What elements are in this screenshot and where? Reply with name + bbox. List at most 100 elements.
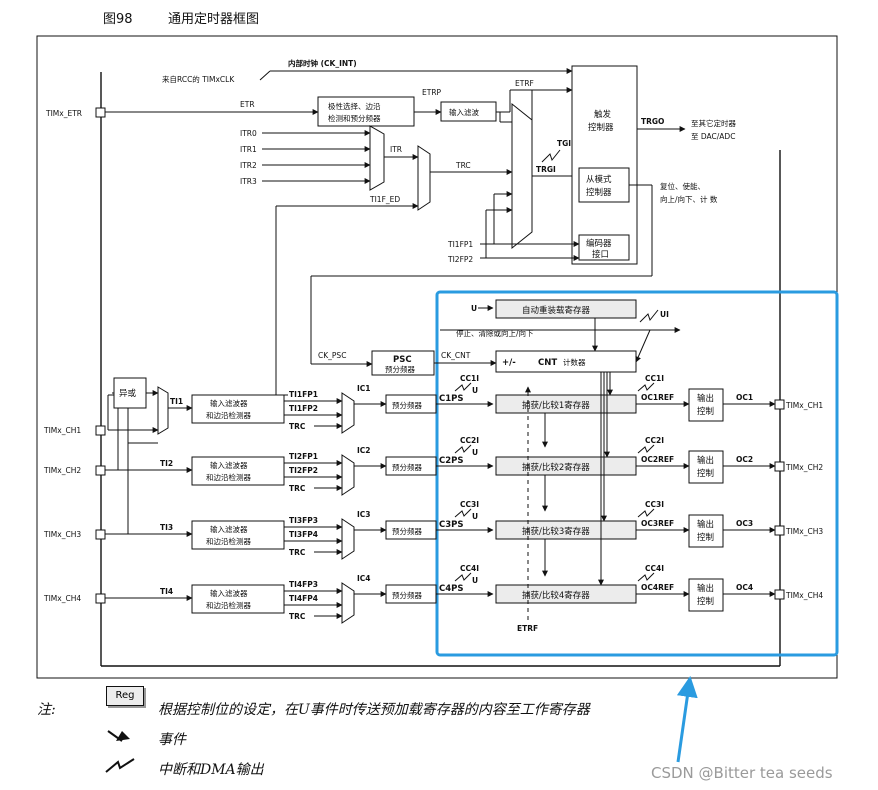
irq-legend-text: 中断和DMA输出: [158, 762, 264, 778]
ch3-u-label: U: [472, 512, 478, 521]
xor-label: 异或: [119, 388, 137, 399]
tgi-irq-icon: [541, 149, 561, 163]
ti1fp1-label: TI1FP1: [447, 240, 473, 249]
ch3-output-pin: [774, 525, 785, 536]
cnt-u-line: [635, 329, 651, 363]
highlight-arrow: [676, 675, 698, 763]
ch2-cci-irq-icon: [454, 444, 472, 454]
ch2-oc-label: OC2: [736, 455, 753, 464]
ch3-output-ctrl-1: 输出: [697, 519, 714, 530]
encoder-line-1: 编码器: [586, 238, 612, 249]
ti1f-ed-label: TI1F_ED: [369, 195, 400, 204]
psc-sub-label: 预分频器: [385, 364, 415, 374]
ch1-ic-label: IC1: [357, 384, 371, 393]
reg-legend-text: 根据控制位的设定，在U事件时传送预加载寄存器的内容至工作寄存器: [158, 702, 590, 718]
event-legend-text: 事件: [158, 732, 186, 748]
from-rcc-label: 来自RCC的 TIMxCLK: [162, 74, 235, 84]
encoder-line-2: 接口: [592, 249, 609, 260]
ch3-ic-mux: [341, 518, 355, 560]
ch3-input-label: TIMx_CH3: [43, 530, 81, 539]
trgi-mux: [511, 102, 533, 250]
ch1-output-ctrl: [688, 388, 724, 422]
itr1-label: ITR1: [240, 145, 257, 154]
trigger-controller: [571, 65, 638, 265]
ch1-u-label: U: [472, 386, 478, 395]
slave-mode-box: [578, 167, 630, 203]
slave-line-1: 从模式: [586, 174, 612, 185]
rcc-join-line: [259, 70, 271, 81]
ch2-trc-label: TRC: [289, 484, 306, 493]
ch3-filter-line-1: 输入滤波器: [210, 524, 248, 534]
ch4-filter-line-2: 和边沿检测器: [206, 600, 251, 610]
ch1-ocref-label: OC1REF: [641, 393, 674, 402]
ch2-output-label: TIMx_CH2: [785, 463, 823, 472]
ch4-ic-mux: [341, 582, 355, 624]
etrp-label: ETRP: [422, 88, 442, 97]
ch3-cci-right-label: CC3I: [645, 500, 664, 509]
ch3-cci-label: CC3I: [460, 500, 479, 509]
ch4-ps-label: C4PS: [439, 584, 464, 594]
ch1-output-ctrl-1: 输出: [697, 393, 714, 404]
ch4-output-ctrl-2: 控制: [697, 596, 714, 607]
ch1-cc-register-label: 捕获/比较1寄存器: [522, 400, 590, 411]
figure-number: 图98: [103, 12, 133, 27]
ch2-ocref-label: OC2REF: [641, 455, 674, 464]
ch4-filter-box: [191, 584, 285, 614]
etrf-label: ETRF: [515, 79, 534, 88]
ch1-output-label: TIMx_CH1: [785, 401, 823, 410]
xor-box: [113, 377, 147, 409]
ch4-filter-line-1: 输入滤波器: [210, 588, 248, 598]
ch1-filter-line-1: 输入滤波器: [210, 398, 248, 408]
ch3-output-label: TIMx_CH3: [785, 527, 823, 536]
ch1-mux: [157, 386, 169, 435]
trc-top-label: TRC: [455, 161, 471, 170]
ck-psc-label: CK_PSC: [318, 351, 346, 360]
ch1-filter-box: [191, 394, 285, 424]
ch2-cci-right-label: CC2I: [645, 436, 664, 445]
ch4-trc-label: TRC: [289, 612, 306, 621]
ch2-filter-box: [191, 456, 285, 486]
ch1-cci-label: CC1I: [460, 374, 479, 383]
cnt-label: CNT: [538, 358, 557, 368]
ch2-cci-right-icon: [637, 444, 655, 454]
reg-legend-label: Reg: [115, 690, 135, 701]
polarity-line-2: 检测和预分频器: [328, 113, 381, 123]
trigger-line-2: 控制器: [588, 122, 614, 133]
stop-clear-label: 停止、清除或向上/向下: [456, 328, 534, 338]
ch2-ic-label: IC2: [357, 446, 371, 455]
ch3-ti-label: TI3: [160, 523, 173, 532]
irq-dma-icon: [105, 758, 135, 773]
slave-out-1: 复位、使能、: [660, 181, 705, 191]
ch4-oc-label: OC4: [736, 583, 753, 592]
ch3-oc-label: OC3: [736, 519, 753, 528]
ch1-filter-line-2: 和边沿检测器: [206, 410, 251, 420]
ch3-ps-label: C3PS: [439, 520, 464, 530]
ch3-output-ctrl: [688, 514, 724, 548]
ch2-filter-line-1: 输入滤波器: [210, 460, 248, 470]
cnt-pm-label: +/-: [502, 358, 516, 368]
ch2-filter-line-2: 和边沿检测器: [206, 472, 251, 482]
ch4-cci-right-icon: [637, 572, 655, 582]
trgo-to-1: 至其它定时器: [691, 118, 736, 128]
ck-cnt-label: CK_CNT: [441, 351, 471, 360]
note-label: 注:: [37, 702, 56, 718]
ch1-ps-label: C1PS: [439, 394, 464, 404]
cnt-sub-label: 计数器: [563, 357, 586, 367]
trgo-to-2: 至 DAC/ADC: [691, 132, 735, 141]
ch3-filter-line-2: 和边沿检测器: [206, 536, 251, 546]
ch2-prescaler-label: 预分频器: [392, 462, 422, 472]
ch1-oc-label: OC1: [736, 393, 753, 402]
ch4-input-pin: [95, 593, 106, 604]
ch4-fp2-label: TI4FP4: [289, 594, 318, 603]
itr2-label: ITR2: [240, 161, 257, 170]
ch2-ps-label: C2PS: [439, 456, 464, 466]
ch1-output-pin: [774, 399, 785, 410]
etrf-bottom-label: ETRF: [517, 624, 538, 633]
ch1-cci-right-label: CC1I: [645, 374, 664, 383]
ch2-input-pin: [95, 465, 106, 476]
trgi-label: TRGI: [536, 165, 556, 174]
etr-label: ETR: [240, 100, 255, 109]
ch3-trc-label: TRC: [289, 548, 306, 557]
ch2-fp1-label: TI2FP1: [289, 452, 318, 461]
